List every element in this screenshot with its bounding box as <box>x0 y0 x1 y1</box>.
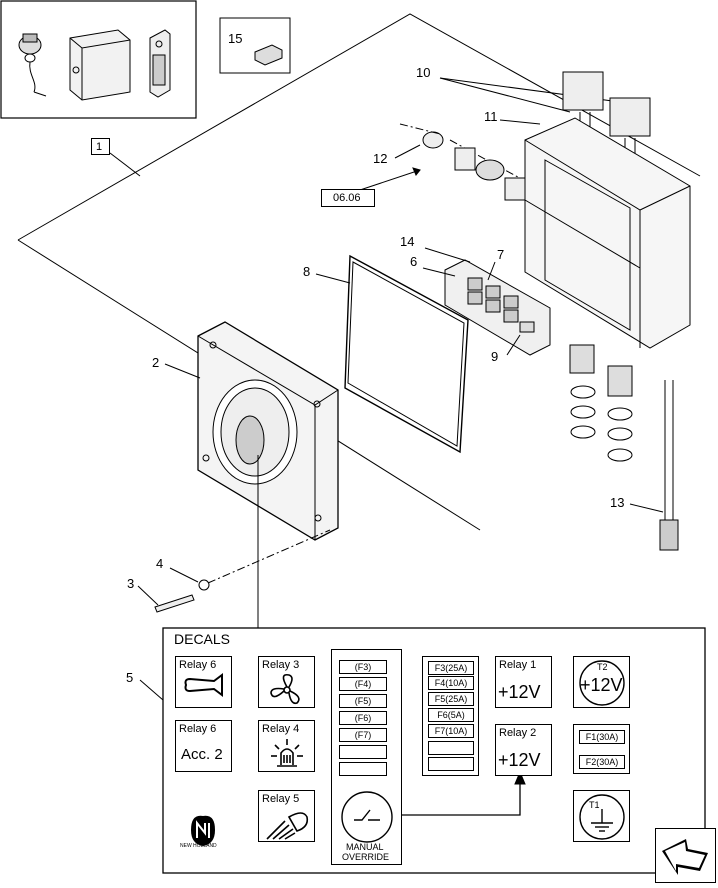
fuse-icon <box>254 44 283 66</box>
decal-label: Relay 3 <box>262 659 300 671</box>
fuse-slot: F4(10A) <box>428 676 474 690</box>
decal-fuse-pair: F1(30A) F2(30A) <box>573 724 630 774</box>
fuse-slot: F6(5A) <box>428 708 474 722</box>
decal-label: Relay 4 <box>262 723 300 735</box>
callout-14: 14 <box>400 234 415 249</box>
callout-2: 2 <box>152 355 160 370</box>
acc2-label: Acc. 2 <box>181 746 223 763</box>
inset-module-box-icon <box>69 29 131 101</box>
brand-label: NEW HOLLAND <box>180 843 217 849</box>
next-page-button[interactable] <box>655 828 716 883</box>
fuse-slot: F5(25A) <box>428 692 474 706</box>
decal-label: Relay 5 <box>262 793 300 805</box>
decals-title: DECALS <box>174 631 231 647</box>
decal-label: Relay 2 <box>499 727 537 739</box>
decal-relay4-beacon: Relay 4 <box>258 720 315 772</box>
callout-1-box: 1 <box>91 138 110 155</box>
decal-relay5-worklight: Relay 5 <box>258 790 315 842</box>
decals-frame <box>162 627 706 874</box>
fuse-slot <box>339 762 387 776</box>
decal-label: Relay 1 <box>499 659 537 671</box>
fuse-slot <box>428 757 474 771</box>
fuse-slot: F2(30A) <box>579 755 625 769</box>
fuse-slot: (F3) <box>339 660 387 674</box>
next-page-arrow-icon <box>662 839 708 875</box>
callout-10: 10 <box>416 65 431 80</box>
fuse-slot: (F4) <box>339 677 387 691</box>
callout-4: 4 <box>156 556 164 571</box>
callout-6: 6 <box>410 254 418 269</box>
decal-relay2: Relay 2 +12V <box>495 724 552 776</box>
decal-t1-ground: T1 <box>573 790 630 842</box>
reference-page-link[interactable]: 06.06 <box>333 192 361 204</box>
fuse-slot: (F6) <box>339 711 387 725</box>
ground-icon <box>579 794 625 840</box>
voltage-label: +12V <box>498 682 541 702</box>
t1-label: T1 <box>589 800 600 810</box>
decal-fuse-column-left: (F3) (F4) (F5) (F6) (F7) MANUAL OVERRIDE <box>331 649 402 865</box>
work-light-icon <box>266 812 309 840</box>
callout-9: 9 <box>491 349 499 364</box>
voltage-label: +12V <box>498 750 541 770</box>
inset-frame <box>0 0 197 119</box>
voltage-label: +12V <box>580 675 623 695</box>
decal-relay6-horn: Relay 6 <box>175 656 232 708</box>
manual-override-switch-icon <box>341 791 393 843</box>
fuse-slot: (F5) <box>339 694 387 708</box>
override-label-2: OVERRIDE <box>342 852 390 862</box>
decal-t2: T2 +12V <box>573 656 630 708</box>
horn-icon <box>184 673 223 697</box>
beacon-icon <box>271 739 303 767</box>
decal-label: Relay 6 <box>179 723 217 735</box>
callout-7: 7 <box>497 247 505 262</box>
callout-13: 13 <box>610 495 625 510</box>
callout-15: 15 <box>228 31 243 46</box>
fuse-slot <box>428 741 474 755</box>
fuse-slot: F3(25A) <box>428 661 474 675</box>
fuse-slot <box>339 745 387 759</box>
override-label-1: MANUAL <box>346 842 384 852</box>
decal-fuse-column-right: F3(25A) F4(10A) F5(25A) F6(5A) F7(10A) <box>422 656 479 776</box>
fuse-slot: F7(10A) <box>428 724 474 738</box>
callout-12: 12 <box>373 151 388 166</box>
inset-plug-icon <box>18 33 47 97</box>
callout-5: 5 <box>126 670 134 685</box>
t2-label: T2 <box>597 662 608 672</box>
new-holland-logo <box>191 815 215 846</box>
terminal-circle-icon <box>579 660 625 706</box>
callout-11: 11 <box>484 109 498 124</box>
callout-8: 8 <box>303 264 311 279</box>
decal-label: Relay 6 <box>179 659 217 671</box>
callout-3: 3 <box>127 576 135 591</box>
decal-relay1: Relay 1 +12V <box>495 656 552 708</box>
fan-icon <box>270 673 300 705</box>
reference-box[interactable]: 06.06 <box>321 189 375 207</box>
decal-relay6-acc2: Relay 6 Acc. 2 <box>175 720 232 772</box>
decal-relay3-fan: Relay 3 <box>258 656 315 708</box>
inset-connector-icon <box>149 29 171 98</box>
fuse-slot: (F7) <box>339 728 387 742</box>
fuse-slot: F1(30A) <box>579 730 625 744</box>
callout-1: 1 <box>96 141 103 153</box>
